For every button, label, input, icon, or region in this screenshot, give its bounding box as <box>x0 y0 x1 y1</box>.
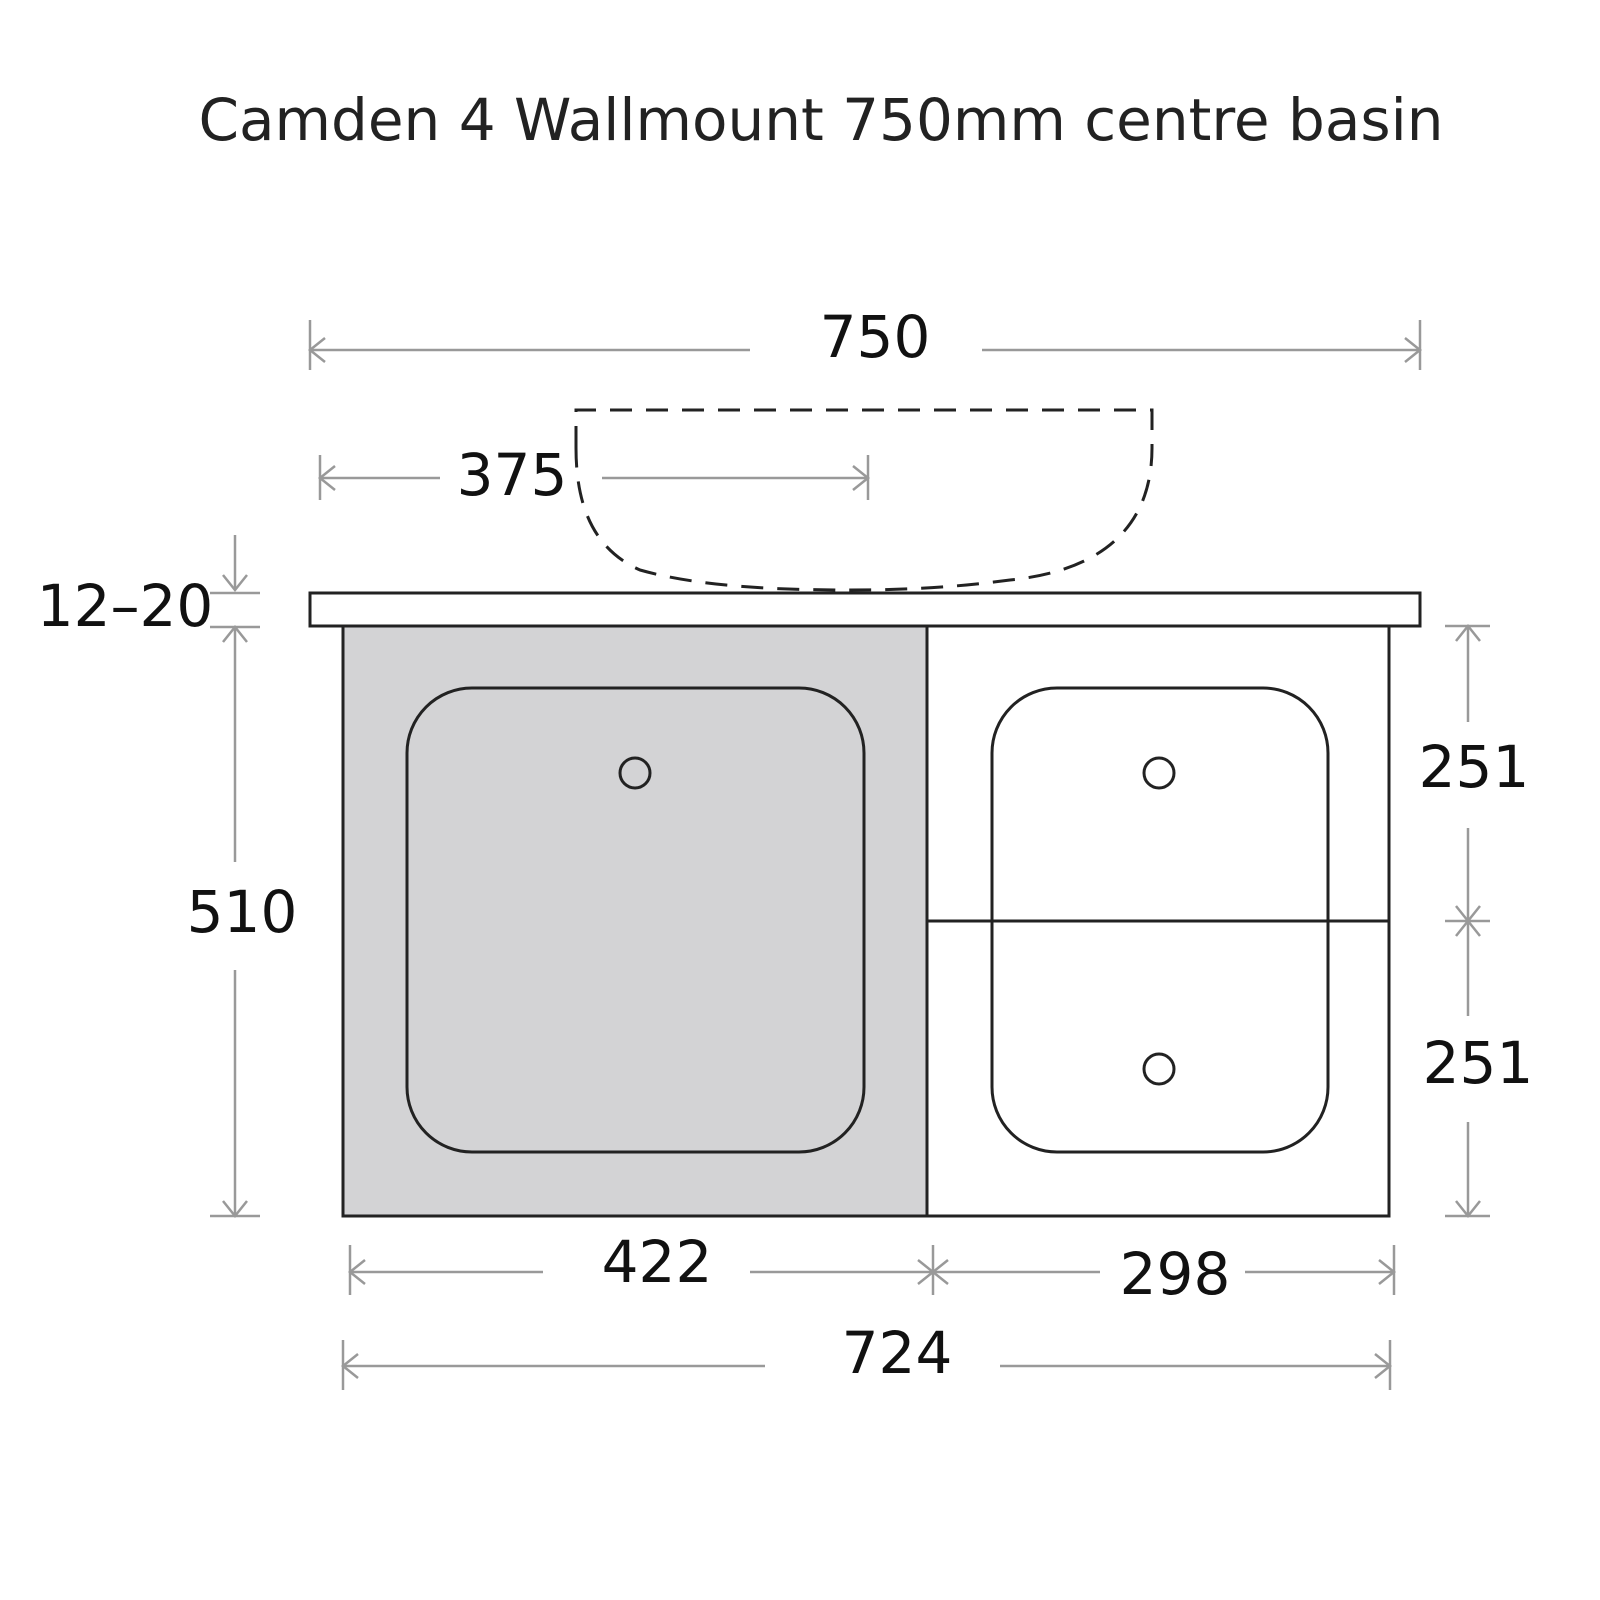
drawing-title: Camden 4 Wallmount 750mm centre basin <box>198 86 1443 154</box>
door-panel <box>341 624 929 1218</box>
dim-label-375: 375 <box>457 441 568 509</box>
dim-label-251-top: 251 <box>1419 733 1530 801</box>
dim-label-251-bottom: 251 <box>1423 1029 1534 1097</box>
vanity-top <box>308 591 1422 628</box>
dim-label-12-20: 12–20 <box>37 572 214 640</box>
dim-label-298: 298 <box>1120 1240 1231 1308</box>
dim-top-thickness: 12–20 <box>37 535 260 640</box>
dim-overall-width: 750 <box>307 303 1423 371</box>
dim-door-width: 422 <box>347 1228 936 1296</box>
drawer-top-knob <box>1142 756 1176 790</box>
dim-drawer-bottom: 251 <box>1423 918 1534 1219</box>
dim-basin-centre: 375 <box>317 441 871 509</box>
dim-cabinet-width: 724 <box>340 1319 1393 1390</box>
basin-outline <box>574 408 1154 592</box>
drawer-inset <box>990 686 1330 1154</box>
door-inset <box>405 686 866 1154</box>
dim-cabinet-height: 510 <box>187 624 298 1219</box>
dim-drawer-width: 298 <box>930 1240 1397 1308</box>
door-knob <box>618 756 652 790</box>
dim-label-750: 750 <box>820 303 931 371</box>
dim-drawer-top: 251 <box>1419 623 1530 924</box>
cabinet <box>341 624 1391 1218</box>
dim-label-510: 510 <box>187 878 298 946</box>
dim-label-422: 422 <box>602 1228 713 1296</box>
dim-label-724: 724 <box>842 1319 953 1387</box>
drawer-bottom-knob <box>1142 1052 1176 1086</box>
